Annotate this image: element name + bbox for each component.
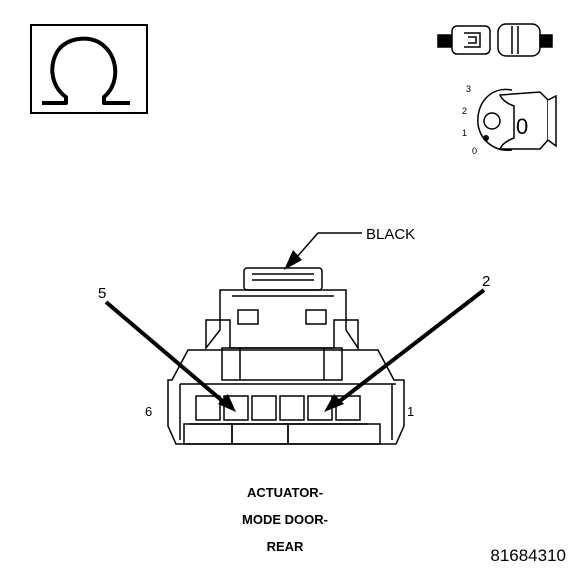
caption-line-2: MODE DOOR-: [242, 512, 328, 527]
ignition-key-position: 0: [516, 114, 528, 139]
cavity-1-label: 1: [407, 404, 414, 419]
cavity-6-label: 6: [145, 404, 152, 419]
ignition-position-1: 1: [462, 128, 467, 138]
figure-number: 81684310: [490, 546, 566, 565]
pin-2-callout: 2: [324, 273, 490, 412]
ignition-position-0: 0: [472, 146, 477, 156]
caption-line-1: ACTUATOR-: [247, 485, 323, 500]
pin-2-label: 2: [482, 273, 490, 290]
pin-5-callout: 5: [98, 285, 236, 412]
wire-color-callout: BLACK: [284, 226, 415, 270]
wire-color-label: BLACK: [366, 226, 415, 243]
component-caption: ACTUATOR- MODE DOOR- REAR: [242, 485, 328, 554]
pin-5-label: 5: [98, 285, 106, 302]
caption-line-3: REAR: [267, 539, 304, 554]
ohmmeter-icon: [30, 24, 148, 114]
ignition-switch-off-icon: 3 2 1 0 0: [462, 84, 557, 156]
ignition-position-2: 2: [462, 106, 467, 116]
connector-body: [167, 267, 405, 445]
ignition-position-3: 3: [466, 84, 471, 94]
connector-disconnect-icon: [437, 23, 553, 57]
